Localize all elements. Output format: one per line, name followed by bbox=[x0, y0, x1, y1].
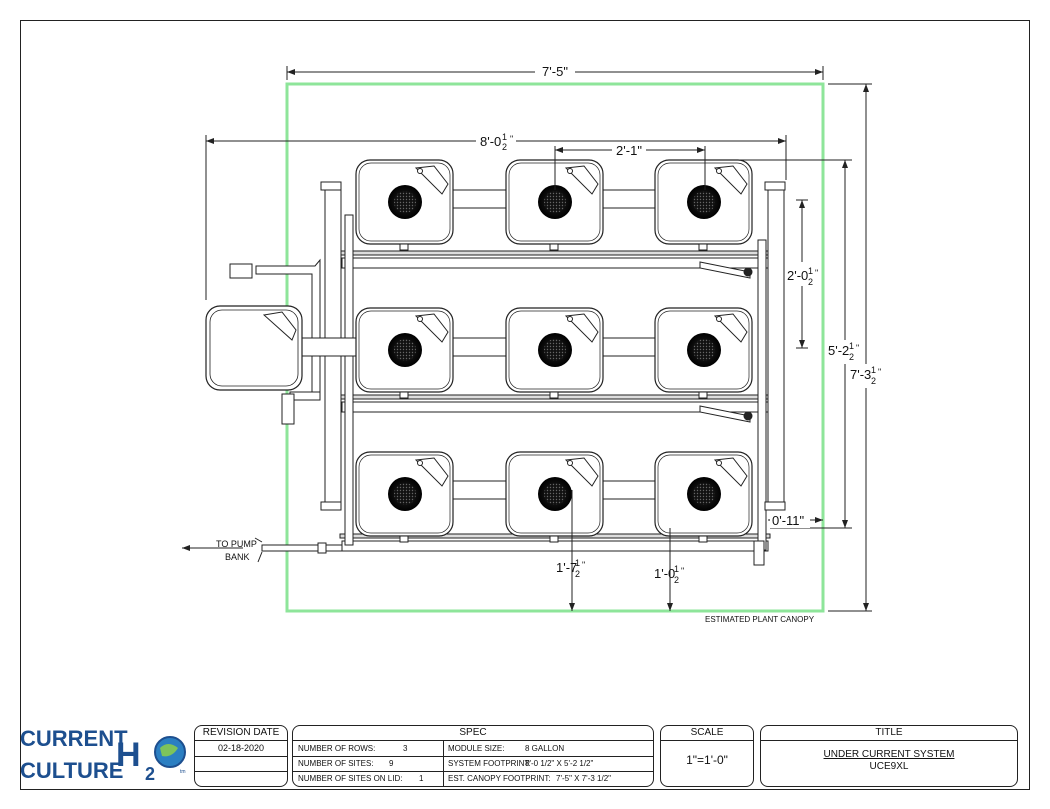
spec-module-value: 8 GALLON bbox=[525, 744, 565, 753]
svg-text:": " bbox=[878, 367, 881, 377]
revision-box: REVISION DATE 02-18-2020 bbox=[194, 725, 288, 787]
bucket-site-1 bbox=[355, 159, 454, 251]
svg-text:2: 2 bbox=[145, 764, 155, 784]
svg-text:1: 1 bbox=[674, 564, 679, 574]
svg-text:": " bbox=[510, 134, 513, 144]
scale-box: SCALE 1"=1'-0" bbox=[660, 725, 754, 787]
dim-row-spacing: 2'-0 bbox=[787, 268, 808, 283]
svg-text:2: 2 bbox=[674, 575, 679, 585]
dimension-labels: 7'-5" 8'-0 1 2 " 2'-1" 2'-0 1 2 " 5'-2 1… bbox=[476, 63, 888, 585]
svg-text:": " bbox=[856, 343, 859, 353]
svg-text:2: 2 bbox=[575, 569, 580, 579]
svg-text:1: 1 bbox=[575, 558, 580, 568]
spec-box: SPEC NUMBER OF ROWS: 3 MODULE SIZE: 8 GA… bbox=[292, 725, 654, 787]
drawing-labels: TO PUMP BANK ESTIMATED PLANT CANOPY bbox=[216, 539, 815, 624]
svg-text:2: 2 bbox=[871, 376, 876, 386]
svg-text:1: 1 bbox=[808, 266, 813, 276]
end-fittings bbox=[320, 181, 786, 511]
dim-footprint-length: 8'-0 bbox=[480, 134, 501, 149]
to-pump-label: TO PUMP bbox=[216, 539, 257, 549]
reservoir bbox=[205, 263, 303, 425]
spec-rows-value: 3 bbox=[403, 744, 408, 753]
svg-text:1: 1 bbox=[849, 341, 854, 351]
logo-current: CURRENT bbox=[20, 726, 128, 751]
bucket-site-2 bbox=[505, 159, 604, 251]
plant-canopy-label: ESTIMATED PLANT CANOPY bbox=[705, 615, 815, 624]
bucket-site-3 bbox=[654, 159, 753, 251]
title-box: TITLE UNDER CURRENT SYSTEM UCE9XL bbox=[760, 725, 1018, 787]
spec-canopy-value: 7'-5" X 7'-3 1/2" bbox=[556, 774, 611, 783]
svg-text:": " bbox=[681, 566, 684, 576]
dim-canopy-width: 7'-5" bbox=[542, 64, 568, 79]
svg-text:": " bbox=[582, 560, 585, 570]
svg-text:": " bbox=[815, 268, 818, 278]
svg-text:2: 2 bbox=[849, 352, 854, 362]
dim-site-offset-a: 1'-7 bbox=[556, 560, 577, 575]
spec-sites-lid-value: 1 bbox=[419, 774, 424, 783]
revision-header: REVISION DATE bbox=[195, 726, 287, 741]
bucket-site-9 bbox=[654, 451, 753, 543]
bucket-site-5 bbox=[505, 307, 604, 399]
spec-rows-label: NUMBER OF ROWS: bbox=[298, 744, 376, 753]
dim-site-offset-b: 1'-0 bbox=[654, 566, 675, 581]
svg-text:1: 1 bbox=[871, 365, 876, 375]
current-culture-logo: CURRENT CULTURE H 2 tm bbox=[20, 726, 186, 784]
spec-module-label: MODULE SIZE: bbox=[448, 744, 505, 753]
title-header: TITLE bbox=[761, 726, 1017, 741]
revision-date: 02-18-2020 bbox=[195, 741, 287, 757]
spec-footprint-value: 8'-0 1/2" X 5'-2 1/2" bbox=[525, 759, 594, 768]
bucket-grid bbox=[355, 159, 753, 543]
dim-site-spacing: 2'-1" bbox=[616, 143, 642, 158]
bucket-site-4 bbox=[355, 307, 454, 399]
trademark-mark: tm bbox=[180, 769, 186, 775]
dim-canopy-height: 7'-3 bbox=[850, 367, 871, 382]
title-line-1: UNDER CURRENT SYSTEM bbox=[823, 749, 955, 760]
spec-sites-lid-label: NUMBER OF SITES ON LID: bbox=[298, 774, 403, 783]
dim-footprint-length-frac-num: 1 bbox=[502, 132, 507, 142]
spec-footprint-label: SYSTEM FOOTPRINT: bbox=[448, 759, 531, 768]
bucket-connectors bbox=[301, 189, 657, 500]
bucket-site-8 bbox=[505, 451, 604, 543]
spec-sites-label: NUMBER OF SITES: bbox=[298, 759, 374, 768]
system-plan-drawing: 7'-5" 8'-0 1 2 " 2'-1" 2'-0 1 2 " 5'-2 1… bbox=[182, 63, 888, 624]
dim-edge-offset: 0'-11" bbox=[772, 513, 805, 528]
bucket-site-7 bbox=[355, 451, 454, 543]
spec-header: SPEC bbox=[293, 726, 653, 741]
dim-footprint-length-frac-den: 2 bbox=[502, 142, 507, 152]
logo-culture: CULTURE bbox=[20, 758, 123, 783]
bucket-site-6 bbox=[654, 307, 753, 399]
bank-label: BANK bbox=[225, 552, 250, 562]
title-line-2: UCE9XL bbox=[869, 761, 909, 772]
scale-header: SCALE bbox=[661, 726, 753, 741]
drawing-sheet-border bbox=[20, 20, 1030, 790]
svg-text:H: H bbox=[116, 736, 141, 774]
spec-sites-value: 9 bbox=[389, 759, 394, 768]
spec-canopy-label: EST. CANOPY FOOTPRINT: bbox=[448, 774, 551, 783]
scale-value: 1"=1'-0" bbox=[686, 753, 728, 767]
svg-text:2: 2 bbox=[808, 277, 813, 287]
dim-footprint-width: 5'-2 bbox=[828, 343, 849, 358]
